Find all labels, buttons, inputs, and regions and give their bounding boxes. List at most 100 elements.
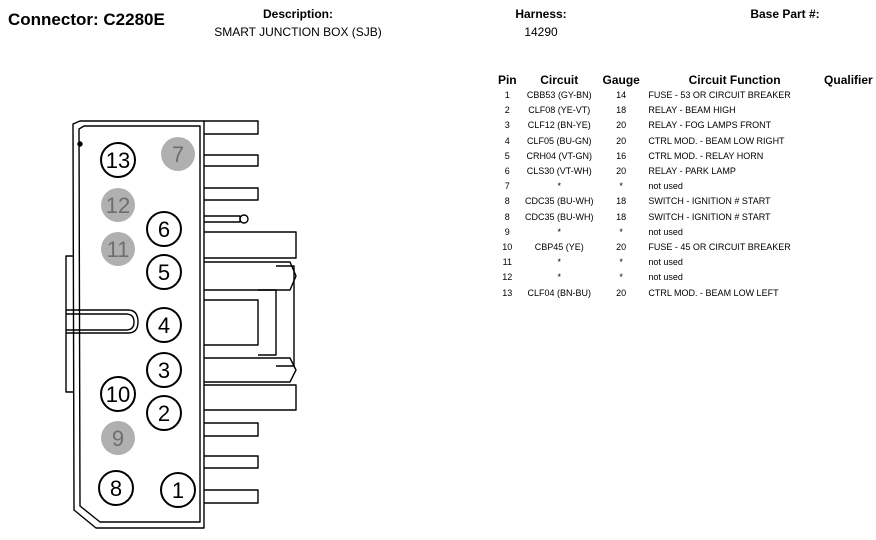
- connector-title: Connector: C2280E: [8, 10, 165, 29]
- table-row: 10 CBP45 (YE) 20 FUSE - 45 OR CIRCUIT BREAK…: [492, 240, 876, 255]
- cell-pin: 8: [504, 211, 510, 222]
- cell-circuit: *: [557, 272, 562, 283]
- table-row: 11**not used: [492, 255, 876, 270]
- cell-gauge: 20: [616, 135, 627, 146]
- harness-label: Harness:: [515, 7, 567, 21]
- cell-pin: 12: [502, 272, 513, 283]
- pin-table: Pin Circuit Gauge Circuit Function Quali…: [492, 72, 876, 301]
- cell-circuit: CRH04 (VT-GN): [526, 150, 593, 161]
- pin-number: 7: [172, 142, 184, 167]
- cell-pin: 9: [504, 226, 510, 237]
- pin-number: 5: [158, 260, 170, 285]
- cell-qualifier: [821, 134, 876, 149]
- cell-circuit: CLF08 (YE-VT): [528, 105, 591, 116]
- connector-housing: [65, 120, 297, 529]
- cell-pin: 13: [502, 287, 513, 298]
- cell-circuit: *: [557, 181, 562, 192]
- pin-6: 6: [146, 211, 182, 247]
- cell-pin: 11: [502, 257, 512, 268]
- cell-qualifier: [821, 270, 876, 285]
- pin-10: 10: [100, 376, 136, 412]
- cell-gauge: 14: [616, 90, 627, 101]
- pin-number: 11: [107, 237, 130, 262]
- cell-circuit: CLS30 (VT-WH): [526, 166, 592, 177]
- cell-pin: 1: [504, 90, 510, 101]
- pin-cavity: [146, 352, 182, 388]
- cell-qualifier: [821, 103, 876, 118]
- cell-function: FUSE - 45 OR CIRCUIT BREAKER: [648, 241, 791, 252]
- cell-qualifier: [821, 240, 876, 255]
- pin-5: 5: [146, 254, 182, 290]
- pin-12: 12: [101, 188, 135, 222]
- cell-circuit: *: [557, 226, 562, 237]
- cell-qualifier: [821, 149, 876, 164]
- table-header-row: Pin Circuit Gauge Circuit Function Quali…: [492, 72, 876, 88]
- cell-gauge: 20: [616, 241, 627, 252]
- column-header-function: Circuit Function: [688, 73, 781, 87]
- cell-function: RELAY - PARK LAMP: [648, 166, 736, 177]
- pin-11: 11: [101, 232, 135, 266]
- cell-circuit: CLF05 (BU-GN): [527, 135, 592, 146]
- pin-cavity: [161, 137, 195, 171]
- pin-3: 3: [146, 352, 182, 388]
- pin-cavity: [101, 232, 135, 266]
- pin-cavity: [146, 395, 182, 431]
- cell-gauge: *: [619, 257, 623, 268]
- cell-pin: 10: [502, 241, 513, 252]
- cell-function: FUSE - 53 OR CIRCUIT BREAKER: [648, 90, 791, 101]
- pin-cavity: [146, 211, 182, 247]
- pin-7: 7: [161, 137, 195, 171]
- pin-cavity: [146, 254, 182, 290]
- harness-value: 14290: [524, 25, 558, 39]
- pin-13: 13: [100, 142, 136, 178]
- cell-circuit: CLF12 (BN-YE): [527, 120, 591, 131]
- description-value: SMART JUNCTION BOX (SJB): [214, 25, 382, 39]
- cell-circuit: CDC35 (BU-WH): [525, 196, 594, 207]
- pin-cavity: [146, 307, 182, 343]
- pin-2: 2: [146, 395, 182, 431]
- table-row: 9**not used: [492, 225, 876, 240]
- cell-circuit: CLF04 (BN-BU): [527, 287, 592, 298]
- cell-circuit: CBB53 (GY-BN): [526, 90, 592, 101]
- cell-qualifier: [821, 255, 876, 270]
- pin-number: 12: [106, 193, 130, 218]
- cell-qualifier: [821, 118, 876, 133]
- cell-gauge: 20: [616, 287, 627, 298]
- cell-gauge: *: [619, 272, 623, 283]
- cell-circuit: CDC35 (BU-WH): [525, 211, 594, 222]
- pin-cavity: [100, 376, 136, 412]
- cell-gauge: 20: [616, 120, 627, 131]
- pin-cavity: [160, 472, 196, 508]
- cell-qualifier: [821, 179, 876, 194]
- pin-9: 9: [101, 421, 135, 455]
- cell-gauge: 16: [616, 150, 627, 161]
- pin-number: 10: [106, 382, 130, 407]
- description-label: Description:: [262, 7, 333, 21]
- pin-number: 13: [106, 148, 130, 173]
- pin-number: 1: [172, 478, 184, 503]
- cell-gauge: 20: [616, 166, 627, 177]
- pin-number: 6: [158, 217, 170, 242]
- cell-qualifier: [821, 164, 876, 179]
- pin-table-body: 1 CBB53 (GY-BN) 14 FUSE - 53 OR CIRCUIT BRE…: [492, 88, 876, 301]
- cell-qualifier: [821, 88, 876, 103]
- pin-cavity: [101, 421, 135, 455]
- cell-circuit: CBP45 (YE): [534, 241, 584, 252]
- column-header-qualifier: Qualifier: [824, 73, 873, 87]
- cell-function: SWITCH - IGNITION # START: [648, 196, 771, 207]
- pin-number: 3: [158, 358, 170, 383]
- pin-cavity: [101, 188, 135, 222]
- cell-qualifier: [821, 194, 876, 209]
- cell-function: SWITCH - IGNITION # START: [648, 211, 771, 222]
- cell-function: CTRL MOD. - BEAM LOW RIGHT: [648, 135, 785, 146]
- cell-pin: 7: [504, 181, 510, 192]
- pin-number: 8: [110, 476, 122, 501]
- table-row: 1 CBB53 (GY-BN) 14 FUSE - 53 OR CIRCUIT BRE…: [492, 88, 876, 103]
